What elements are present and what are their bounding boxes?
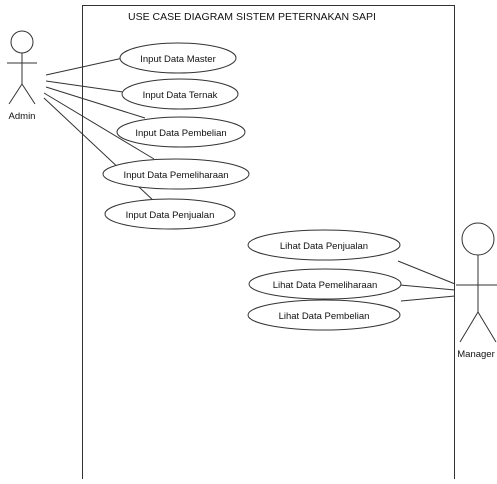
- use-case-lihat-data-pemeliharaan[interactable]: Lihat Data Pemeliharaan: [248, 268, 402, 300]
- use-case-lihat-data-penjualan[interactable]: Lihat Data Penjualan: [247, 229, 401, 261]
- use-case-label: Input Data Penjualan: [126, 210, 215, 221]
- use-case-input-data-penjualan[interactable]: Input Data Penjualan: [104, 198, 236, 230]
- actor-left-leg-icon: [459, 311, 479, 343]
- association-admin-uc3: [45, 86, 146, 119]
- use-case-lihat-data-pembelian[interactable]: Lihat Data Pembelian: [247, 299, 401, 331]
- association-manager-uc6: [397, 260, 456, 285]
- actor-manager[interactable]: Manager: [456, 222, 497, 360]
- association-admin-uc1: [45, 57, 124, 76]
- association-admin-uc2: [45, 80, 124, 93]
- use-case-input-data-pembelian[interactable]: Input Data Pembelian: [116, 116, 246, 148]
- association-manager-uc8: [400, 295, 456, 302]
- diagram-title: USE CASE DIAGRAM SISTEM PETERNAKAN SAPI: [128, 11, 376, 23]
- actor-head-icon: [461, 222, 495, 256]
- use-case-label: Lihat Data Pemeliharaan: [273, 280, 378, 291]
- use-case-label: Input Data Pembelian: [135, 128, 226, 139]
- use-case-label: Input Data Pemeliharaan: [123, 170, 228, 181]
- association-manager-uc7: [399, 284, 456, 291]
- actor-head-icon: [10, 30, 34, 54]
- association-admin-uc4: [43, 92, 155, 160]
- actor-right-leg-icon: [477, 311, 497, 343]
- use-case-input-data-master[interactable]: Input Data Master: [119, 42, 237, 74]
- associations: [43, 57, 456, 302]
- actor-right-leg-icon: [21, 83, 36, 105]
- use-case-label: Input Data Master: [140, 54, 216, 65]
- use-case-label: Lihat Data Pembelian: [279, 311, 370, 322]
- actor-left-leg-icon: [8, 83, 23, 105]
- system-boundary: [82, 5, 455, 484]
- use-case-label: Input Data Ternak: [143, 90, 218, 101]
- use-cases: Input Data Master Input Data Ternak Inpu…: [102, 42, 402, 331]
- use-case-input-data-ternak[interactable]: Input Data Ternak: [121, 78, 239, 110]
- use-case-input-data-pemeliharaan[interactable]: Input Data Pemeliharaan: [102, 158, 250, 190]
- actor-label: Manager: [457, 349, 495, 360]
- use-case-label: Lihat Data Penjualan: [280, 241, 368, 252]
- actor-admin[interactable]: Admin: [7, 30, 37, 122]
- actor-label: Admin: [9, 111, 36, 122]
